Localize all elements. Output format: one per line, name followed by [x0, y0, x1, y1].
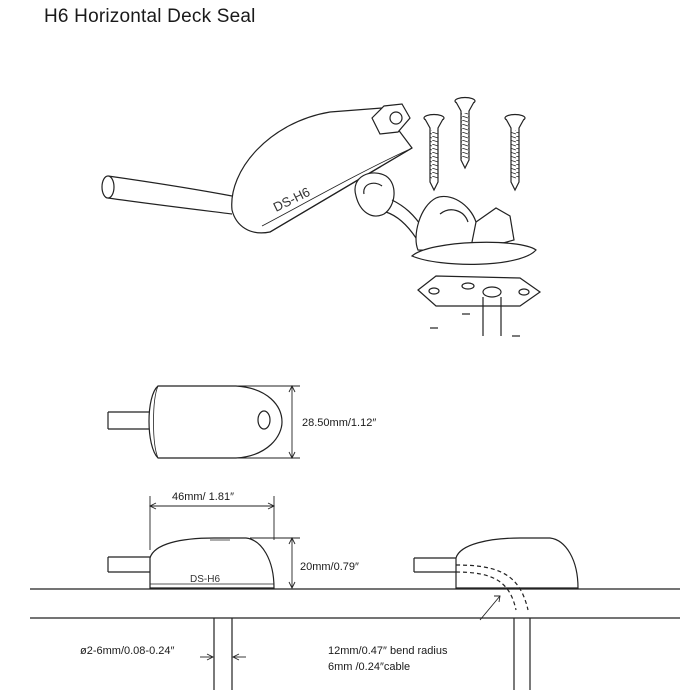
gasket-plate [417, 275, 542, 307]
deck-cable-left [200, 618, 246, 690]
section-view-cable [413, 557, 456, 573]
page-title: H6 Horizontal Deck Seal [44, 6, 256, 27]
section-view-housing [455, 537, 579, 589]
deck-cable [430, 297, 520, 337]
side-view-housing [149, 537, 275, 589]
side-view [107, 496, 300, 590]
section-view [413, 537, 579, 621]
top-view [107, 384, 300, 460]
dim-label-cable-diameter: ø2-6mm/0.08-0.24″ [80, 645, 174, 657]
top-view-cable [107, 411, 150, 430]
exploded-view: DS-H6 [101, 96, 542, 337]
screw-middle [454, 96, 476, 170]
seal-housing: DS-H6 [231, 107, 413, 234]
dim-label-height-top: 28.50mm/1.12″ [302, 417, 376, 429]
side-view-cable [107, 556, 150, 573]
base-gland [410, 195, 537, 265]
dim-label-bend-radius: 12mm/0.47″ bend radius [328, 645, 448, 657]
screw-left [423, 113, 445, 192]
bend-path [455, 564, 529, 611]
dimension-height-side [250, 536, 300, 590]
screw-right [504, 113, 526, 192]
top-view-housing [148, 385, 283, 459]
dimension-length [148, 496, 276, 550]
dimension-height-top [236, 384, 300, 460]
dim-label-height-side: 20mm/0.79″ [300, 561, 359, 573]
cable-tube [101, 175, 233, 215]
deck-cable-right [513, 618, 531, 690]
deck [30, 588, 680, 619]
side-view-marking: DS-H6 [190, 574, 220, 585]
top-nut [371, 103, 411, 135]
top-view-nut [257, 410, 271, 430]
dim-label-cable-note: 6mm /0.24″cable [328, 661, 410, 673]
dim-label-length: 46mm/ 1.81″ [172, 491, 234, 503]
grommet [354, 172, 395, 217]
bend-leader [479, 595, 501, 621]
